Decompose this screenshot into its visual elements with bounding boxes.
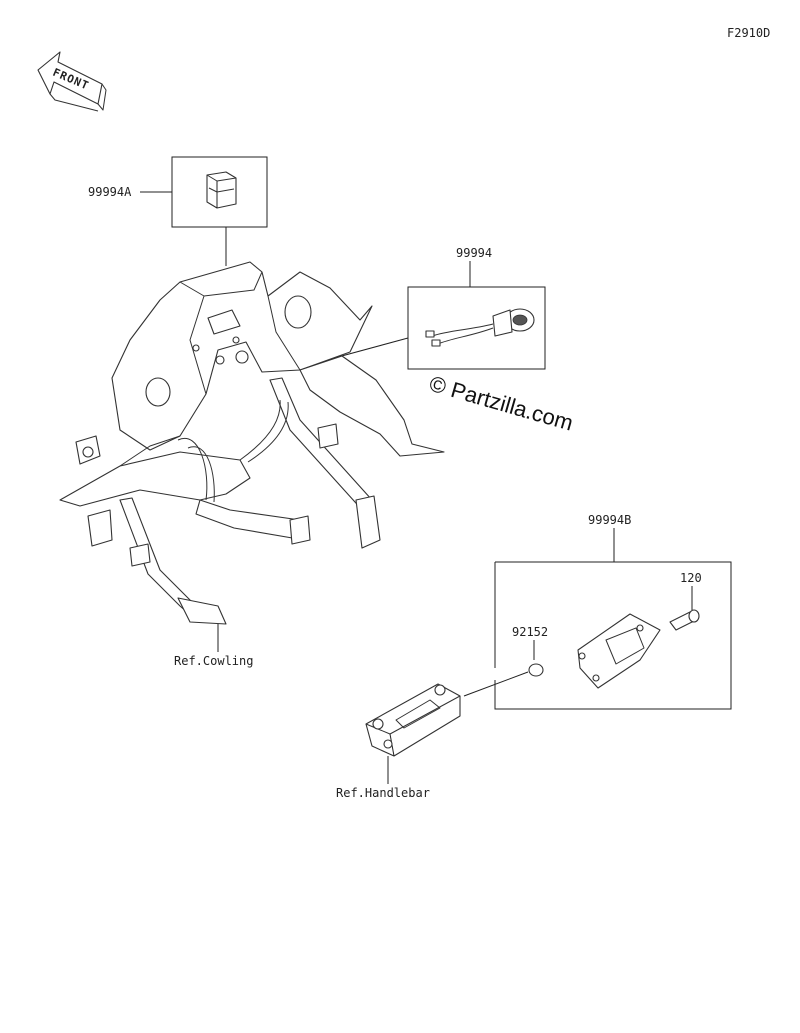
watermark: © Partzilla.com xyxy=(427,371,576,436)
callout-120: 120 xyxy=(680,571,702,585)
front-arrow-icon: FRONT xyxy=(37,51,107,112)
callout-99994a: 99994A xyxy=(88,185,132,199)
mounting-plate-part xyxy=(577,613,661,689)
callout-ref-handlebar: Ref.Handlebar xyxy=(336,786,430,800)
accessory-socket-part xyxy=(425,308,535,347)
collar-part xyxy=(528,663,544,677)
callout-99994: 99994 xyxy=(456,246,492,260)
handlebar-clamp-part xyxy=(365,683,461,757)
figure-code: F2910D xyxy=(727,26,770,40)
connector-kit-box xyxy=(140,156,268,266)
cowling-stay-frame xyxy=(59,261,445,652)
mount-kit-box xyxy=(463,528,732,710)
connector-part xyxy=(206,171,237,209)
socket-kit-box xyxy=(289,261,546,371)
bolt-part xyxy=(669,609,700,631)
callout-99994b: 99994B xyxy=(588,513,631,527)
callout-ref-cowling: Ref.Cowling xyxy=(174,654,253,668)
callout-92152: 92152 xyxy=(512,625,548,639)
